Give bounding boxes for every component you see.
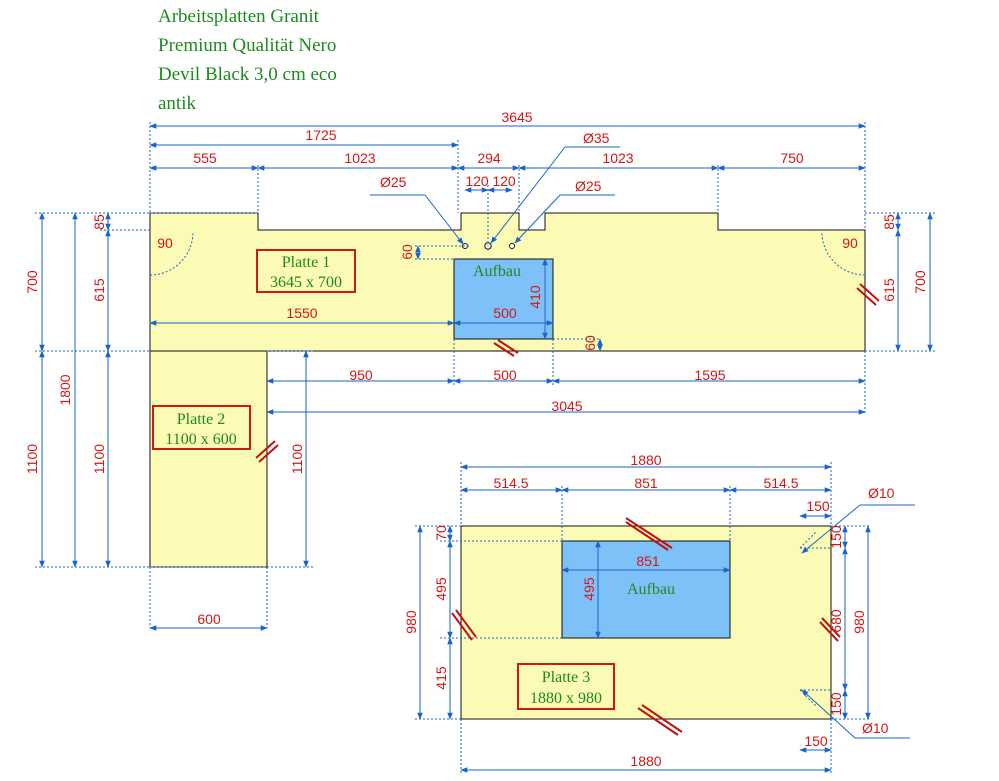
dim-90-b: 90 <box>842 235 858 251</box>
dim-514-a: 514.5 <box>493 475 528 491</box>
dimension-labels: 3645 1725 555 1023 294 1023 750 120 120 … <box>24 109 928 769</box>
plate-3-name: Platte 3 <box>542 669 590 686</box>
dim-60-hole: 60 <box>399 244 415 260</box>
aufbau-label-2: Aufbau <box>627 581 675 598</box>
material-title: Arbeitsplatten Granit Premium Qualität N… <box>158 2 337 118</box>
title-line-4: antik <box>158 93 196 114</box>
plate-1-size: 3645 x 700 <box>270 274 342 291</box>
title-line-2: Premium Qualität Nero <box>158 35 337 56</box>
dim-410: 410 <box>527 285 543 309</box>
dim-294: 294 <box>477 150 501 166</box>
dim-90-a: 90 <box>157 235 173 251</box>
corner-radius-arc-left <box>149 231 194 276</box>
dim-1595: 1595 <box>694 367 725 383</box>
dim-600: 600 <box>197 611 221 627</box>
aufbau-label-1: Aufbau <box>473 263 521 280</box>
aufbau-cutout-2 <box>561 540 731 639</box>
dim-555: 555 <box>193 150 217 166</box>
dim-950: 950 <box>349 367 373 383</box>
dim-d10-bot: Ø10 <box>862 720 889 736</box>
dim-150-bottom: 150 <box>804 733 828 749</box>
dim-1100-b: 1100 <box>91 444 107 474</box>
dimension-lines <box>39 123 933 773</box>
dim-851-top: 851 <box>634 475 658 491</box>
dim-150-top: 150 <box>806 498 830 514</box>
dim-1550: 1550 <box>286 305 317 321</box>
dim-120-b: 120 <box>492 173 516 189</box>
dim-980-left: 980 <box>403 610 419 634</box>
dim-150-right-top: 150 <box>828 525 844 549</box>
dim-1880-top: 1880 <box>630 452 661 468</box>
dim-1023-a: 1023 <box>344 150 375 166</box>
dim-1023-b: 1023 <box>602 150 633 166</box>
dim-70: 70 <box>433 525 449 541</box>
dim-1725: 1725 <box>305 127 336 143</box>
plate-3-size: 1880 x 980 <box>530 690 602 707</box>
dim-60-aufbau: 60 <box>582 335 598 351</box>
dim-615-right: 615 <box>881 278 897 302</box>
dim-700-left: 700 <box>24 270 40 294</box>
dim-1880-bottom: 1880 <box>630 753 661 769</box>
plate-2-shape <box>149 350 268 568</box>
title-line-1: Arbeitsplatten Granit <box>158 6 319 27</box>
dim-d25-a: Ø25 <box>380 174 407 190</box>
plate-2-size: 1100 x 600 <box>165 431 236 448</box>
plate-1-name: Platte 1 <box>282 254 330 271</box>
dim-d10-top: Ø10 <box>868 485 895 501</box>
dim-680: 680 <box>828 609 844 633</box>
dim-750: 750 <box>780 150 804 166</box>
dim-500-inner: 500 <box>493 305 517 321</box>
plate-3-tag-box <box>517 663 615 710</box>
dim-1100-p2: 1100 <box>289 444 305 474</box>
dim-495-inner: 495 <box>581 577 597 601</box>
dim-150-right-bot: 150 <box>828 692 844 716</box>
dim-495-left: 495 <box>433 577 449 601</box>
dim-615-left: 615 <box>91 278 107 302</box>
dim-500: 500 <box>493 367 517 383</box>
dim-85-right: 85 <box>881 214 897 230</box>
dim-1800: 1800 <box>57 374 73 405</box>
dim-85-left: 85 <box>91 214 107 230</box>
title-line-3: Devil Black 3,0 cm eco <box>158 64 337 85</box>
hole-d25-right <box>509 243 515 249</box>
dim-980-right: 980 <box>851 610 867 634</box>
dim-d35: Ø35 <box>583 130 610 146</box>
dim-514-b: 514.5 <box>763 475 798 491</box>
dim-d25-b: Ø25 <box>575 178 602 194</box>
dim-415: 415 <box>433 666 449 690</box>
dim-3045: 3045 <box>551 398 582 414</box>
dim-120-a: 120 <box>465 173 489 189</box>
dim-700-right: 700 <box>912 270 928 294</box>
dim-1100-a: 1100 <box>24 444 40 474</box>
plate-2-tag-box <box>152 405 251 450</box>
corner-radius-arc-right <box>821 231 866 276</box>
dim-3645: 3645 <box>501 109 532 125</box>
plate-2-name: Platte 2 <box>177 411 225 428</box>
edge-markers <box>255 283 880 736</box>
dim-851-inner: 851 <box>636 553 660 569</box>
plate-1-tag-box <box>256 249 356 293</box>
